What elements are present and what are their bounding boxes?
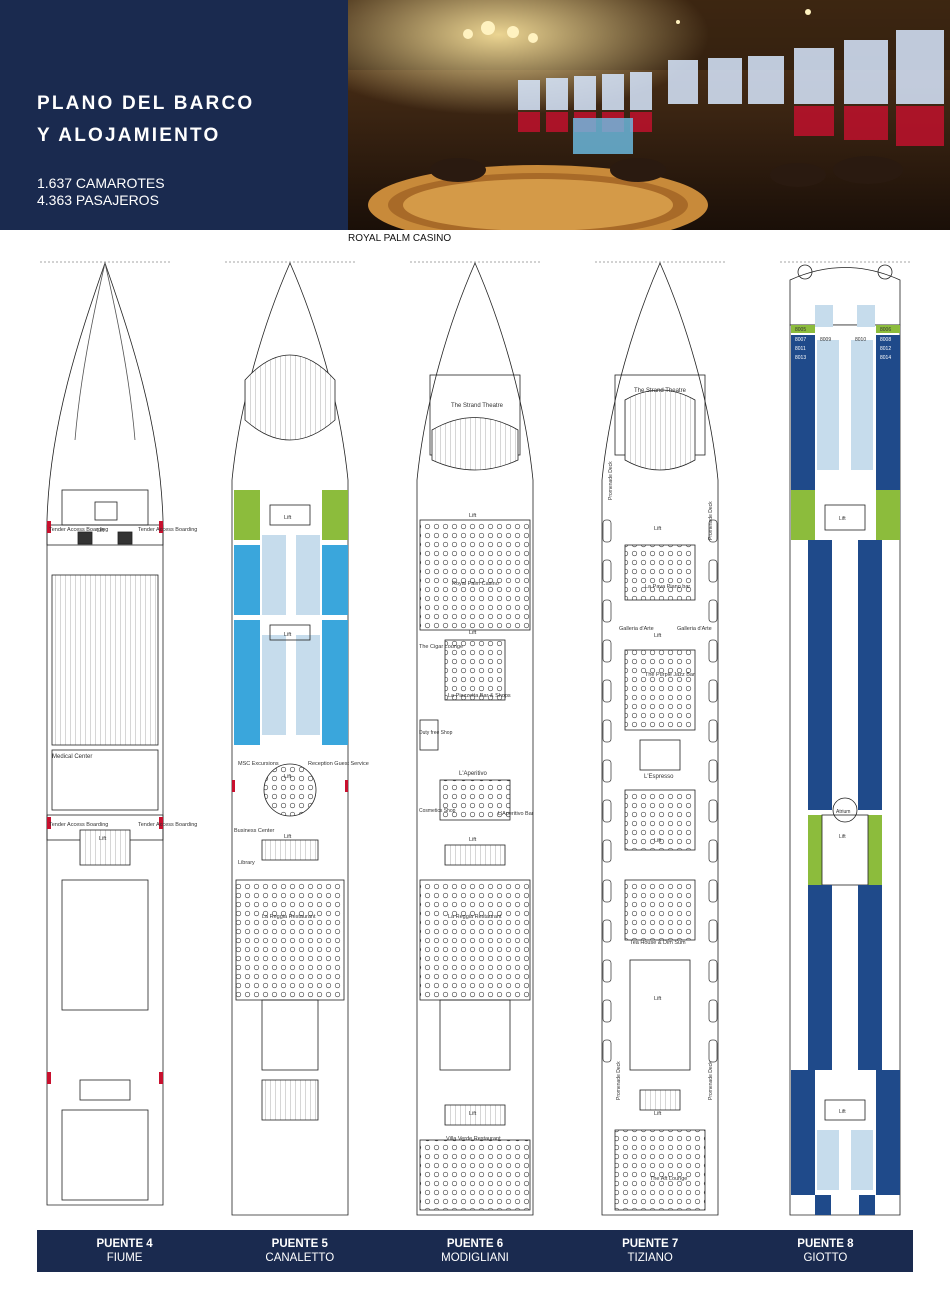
deck-name: FIUME (106, 1252, 143, 1264)
passenger-count: 4.363 PASAJEROS (37, 192, 159, 208)
d8-label-9: 8014 (880, 355, 891, 361)
deck-6-plan (410, 261, 540, 1216)
d6-label-8: L'Aperitivo Bar (498, 811, 534, 817)
d5-label-5: Business Center (234, 828, 275, 834)
deck-plans: Tender Access Boarding Tender Access Boa… (40, 261, 910, 1216)
deck-4-plan (40, 261, 170, 1206)
d4-label-6: Lift (99, 836, 107, 842)
d8-label-13: Lift (839, 1109, 846, 1115)
deck-7-label: PUENTE 7 TIZIANO (563, 1230, 738, 1272)
d8-label-12: Lift (839, 834, 846, 840)
d7-label-3: Lift (654, 526, 662, 532)
d8-label-4: 8007 (795, 337, 806, 343)
deck-number: PUENTE 7 (622, 1238, 679, 1250)
d8-label-3: 8006 (880, 327, 891, 333)
d7-label-6: Lift (654, 633, 662, 639)
deck-footer: PUENTE 4 FIUME PUENTE 5 CANALETTO PUENTE 6… (37, 1230, 913, 1272)
d8-label-1: 8009 (820, 337, 831, 343)
d5-label-4: Lift (284, 774, 292, 780)
d8-label-0: 8005 (795, 327, 806, 333)
cabin-count: 1.637 CAMAROTES (37, 175, 165, 191)
deck-7-plan (595, 261, 725, 1216)
d8-label-7: 8012 (880, 346, 891, 352)
d8-label-8: 8013 (795, 355, 806, 361)
title-line-2: Y ALOJAMIENTO (37, 125, 221, 146)
d5-label-0: Lift (284, 515, 292, 521)
d7-label-16: The Aft Lounge (650, 1176, 687, 1182)
d7-label-14: Promenade Deck (708, 1061, 714, 1100)
d7-label-9: L'Espresso (644, 774, 674, 780)
d7-label-10: Lift (654, 838, 662, 844)
deck-4-label: PUENTE 4 FIUME (37, 1230, 212, 1272)
d5-label-6: Library (238, 860, 255, 866)
deck-8-plan (780, 261, 910, 1216)
d8-label-10: Lift (839, 516, 846, 522)
d5-label-1: Lift (284, 632, 292, 638)
deck-name: CANALETTO (265, 1252, 335, 1264)
d7-label-0: The Strand Theatre (634, 388, 687, 394)
deck-name: MODIGLIANI (441, 1252, 509, 1264)
d6-label-10: Lift (469, 837, 477, 843)
deck-name: TIZIANO (627, 1252, 673, 1264)
deck-5-plan (225, 261, 355, 1216)
d4-label-0: Tender Access Boarding (49, 527, 108, 533)
d5-label-8: La Reggia Restaurant (262, 914, 316, 920)
d7-label-8: The Purple Jazz Bar (645, 672, 695, 678)
d8-label-5: 8008 (880, 337, 891, 343)
deck-number: PUENTE 6 (446, 1238, 504, 1250)
deck-number: PUENTE 5 (271, 1238, 328, 1250)
d4-label-3: Medical Center (52, 754, 92, 760)
d6-label-3: The Cigar Lounge (419, 644, 463, 650)
d7-label-11: Tea House & Dim Sum (630, 940, 686, 946)
d6-label-2: Royal Palm Casino (452, 581, 499, 587)
d6-label-5: La Piazzetta Bar & Shops (448, 693, 511, 699)
deck-5-label: PUENTE 5 CANALETTO (212, 1230, 387, 1272)
deck-labels: Tender Access Boarding Tender Access Boa… (49, 327, 891, 1182)
d6-label-0: The Strand Theatre (451, 403, 504, 409)
d6-label-7: L'Aperitivo (459, 771, 487, 777)
d7-label-7: Galleria d'Arte (677, 626, 712, 632)
deck-8-label: PUENTE 8 GIOTTO (738, 1230, 913, 1272)
deck-name: GIOTTO (803, 1252, 848, 1264)
d7-label-2: Promenade Deck (708, 501, 714, 540)
d4-label-1: Tender Access Boarding (138, 527, 197, 533)
d7-label-12: Lift (654, 996, 662, 1002)
d6-label-12: Lift (469, 1111, 477, 1117)
d4-label-4: Tender Access Boarding (49, 822, 108, 828)
deck-number: PUENTE 4 (96, 1238, 153, 1250)
ship-stats: 1.637 CAMAROTES 4.363 PASAJEROS (37, 175, 165, 209)
page-title: PLANO DEL BARCO Y ALOJAMIENTO (37, 88, 254, 152)
d6-label-6: Duty free Shop (419, 730, 453, 736)
deck-6-label: PUENTE 6 MODIGLIANI (387, 1230, 562, 1272)
d4-label-5: Tender Access Boarding (138, 822, 197, 828)
d8-label-11: Atrium (836, 809, 850, 815)
d5-label-7: Lift (284, 834, 292, 840)
d6-label-13: Villa Verde Restaurant (446, 1136, 501, 1142)
photo-caption: ROYAL PALM CASINO (348, 233, 452, 244)
d8-label-6: 8011 (795, 346, 806, 352)
d7-label-15: Lift (654, 1111, 662, 1117)
d6-label-4: Lift (469, 630, 477, 636)
casino-photo (348, 0, 950, 230)
d7-label-1: Promenade Deck (608, 461, 614, 500)
d5-label-3: Reception Guest Service (308, 761, 369, 767)
d7-label-4: La Pava Piano bar (645, 584, 690, 590)
d6-label-1: Lift (469, 513, 477, 519)
d6-label-11: La Reggia Restaurant (448, 914, 502, 920)
d6-label-9: Cosmetics Shop (419, 808, 456, 814)
deck-number: PUENTE 8 (797, 1238, 854, 1250)
header-panel: PLANO DEL BARCO Y ALOJAMIENTO 1.637 CAMA… (0, 0, 348, 230)
d5-label-2: MSC Excursions (238, 761, 279, 767)
title-line-1: PLANO DEL BARCO (37, 93, 255, 114)
d7-label-13: Promenade Deck (616, 1061, 622, 1100)
d7-label-5: Galleria d'Arte (619, 626, 654, 632)
d4-label-2: Lift (97, 528, 105, 534)
d8-label-2: 8010 (855, 337, 866, 343)
